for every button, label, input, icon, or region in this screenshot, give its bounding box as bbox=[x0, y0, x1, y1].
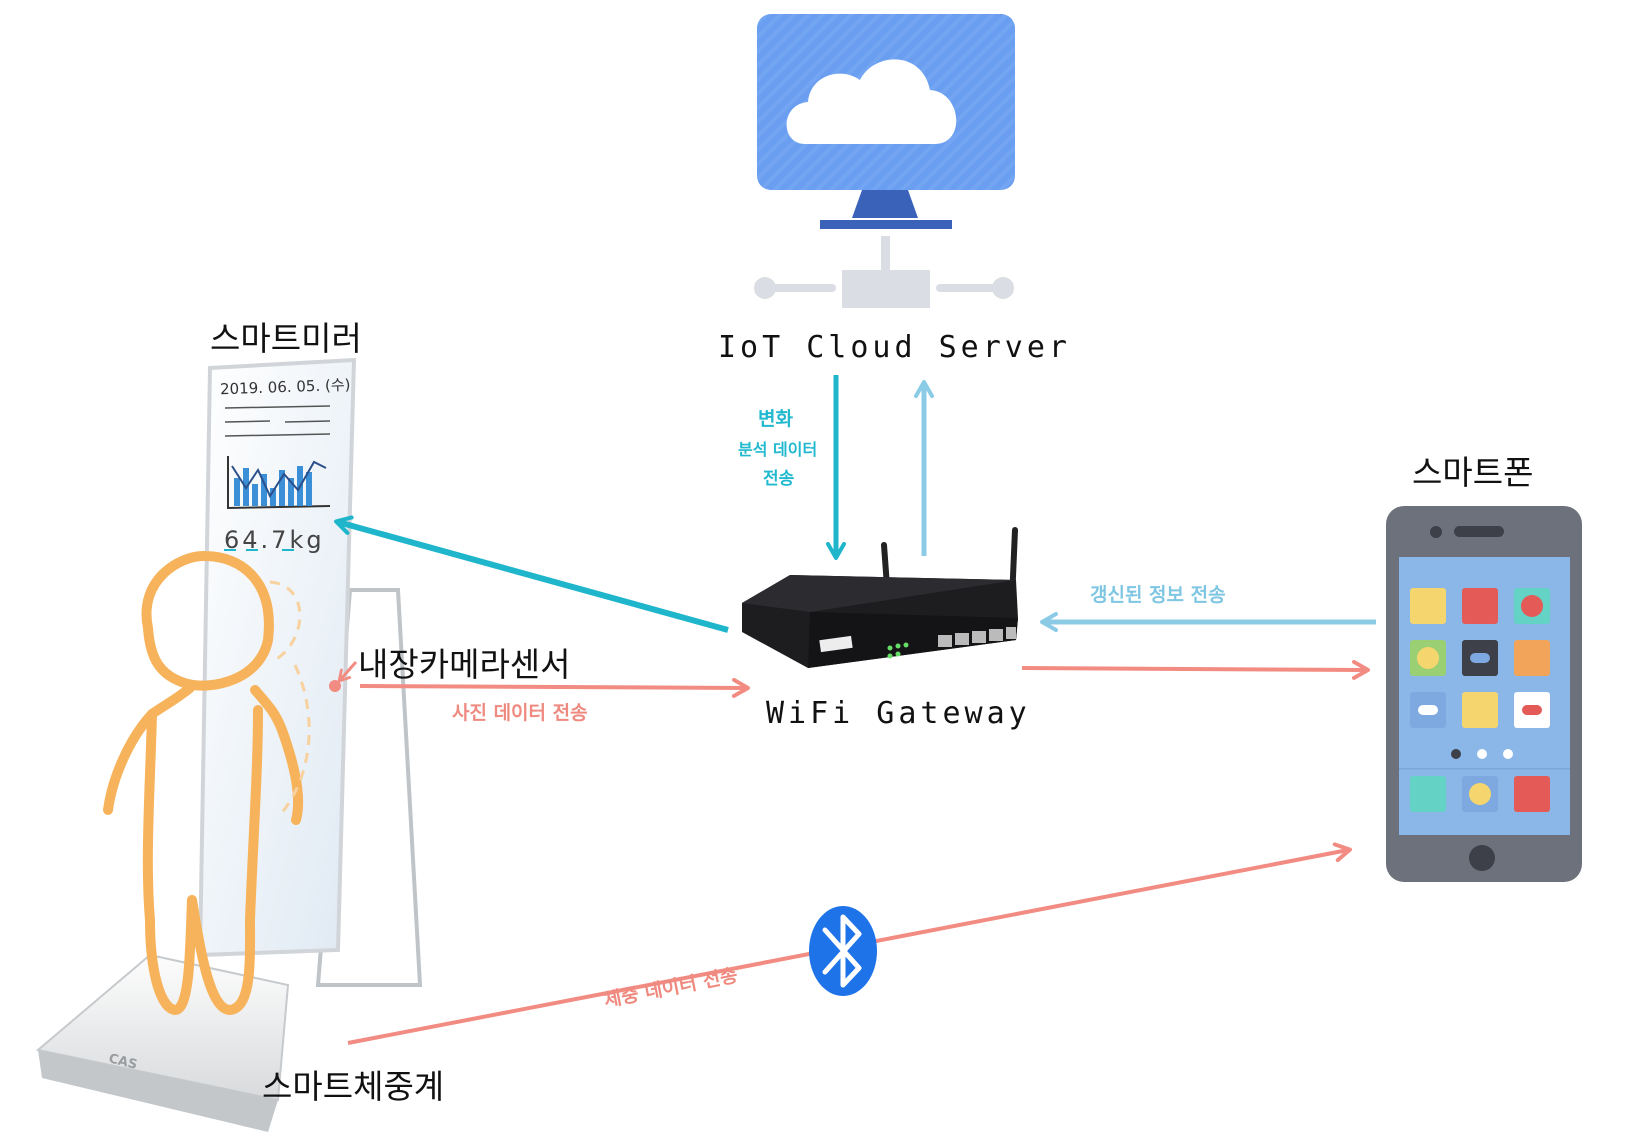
edge-label-photo: 사진 데이터 전송 bbox=[452, 702, 588, 724]
smart-mirror-icon bbox=[197, 357, 423, 987]
mirror-weight: 64.7kg bbox=[224, 526, 325, 554]
router-icon bbox=[742, 527, 1018, 668]
smart-scale-icon: CAS bbox=[35, 953, 290, 1132]
edge-label-change-line3: 전송 bbox=[763, 469, 795, 489]
camera-sensor-label: 내장카메라센서 bbox=[358, 645, 571, 684]
cloud-server-label: IoT Cloud Server bbox=[718, 330, 1071, 365]
smart-scale-label: 스마트체중계 bbox=[262, 1067, 445, 1106]
edge-label-updated-info: 갱신된 정보 전송 bbox=[1090, 584, 1226, 606]
edge-label-change-line1: 변화 bbox=[758, 408, 793, 430]
camera-pointer bbox=[337, 661, 358, 683]
arrow-gateway-to-mirror bbox=[334, 515, 729, 633]
arrow-gateway-to-phone bbox=[1021, 659, 1370, 680]
person-icon bbox=[103, 551, 304, 1015]
cloud-server-icon bbox=[754, 14, 1015, 308]
cloud-icon bbox=[786, 59, 957, 144]
smart-mirror-label: 스마트미러 bbox=[210, 319, 362, 358]
bluetooth-icon bbox=[809, 906, 877, 996]
edge-label-change-line2: 분석 데이터 bbox=[738, 440, 818, 459]
gateway-label: WiFi Gateway bbox=[766, 696, 1031, 731]
arrow-camera-to-gateway bbox=[359, 677, 750, 698]
scale-brand: CAS bbox=[107, 1051, 139, 1073]
camera-dot bbox=[329, 680, 341, 692]
smartphone-label: 스마트폰 bbox=[1412, 453, 1534, 492]
smartphone-icon bbox=[1386, 506, 1582, 882]
